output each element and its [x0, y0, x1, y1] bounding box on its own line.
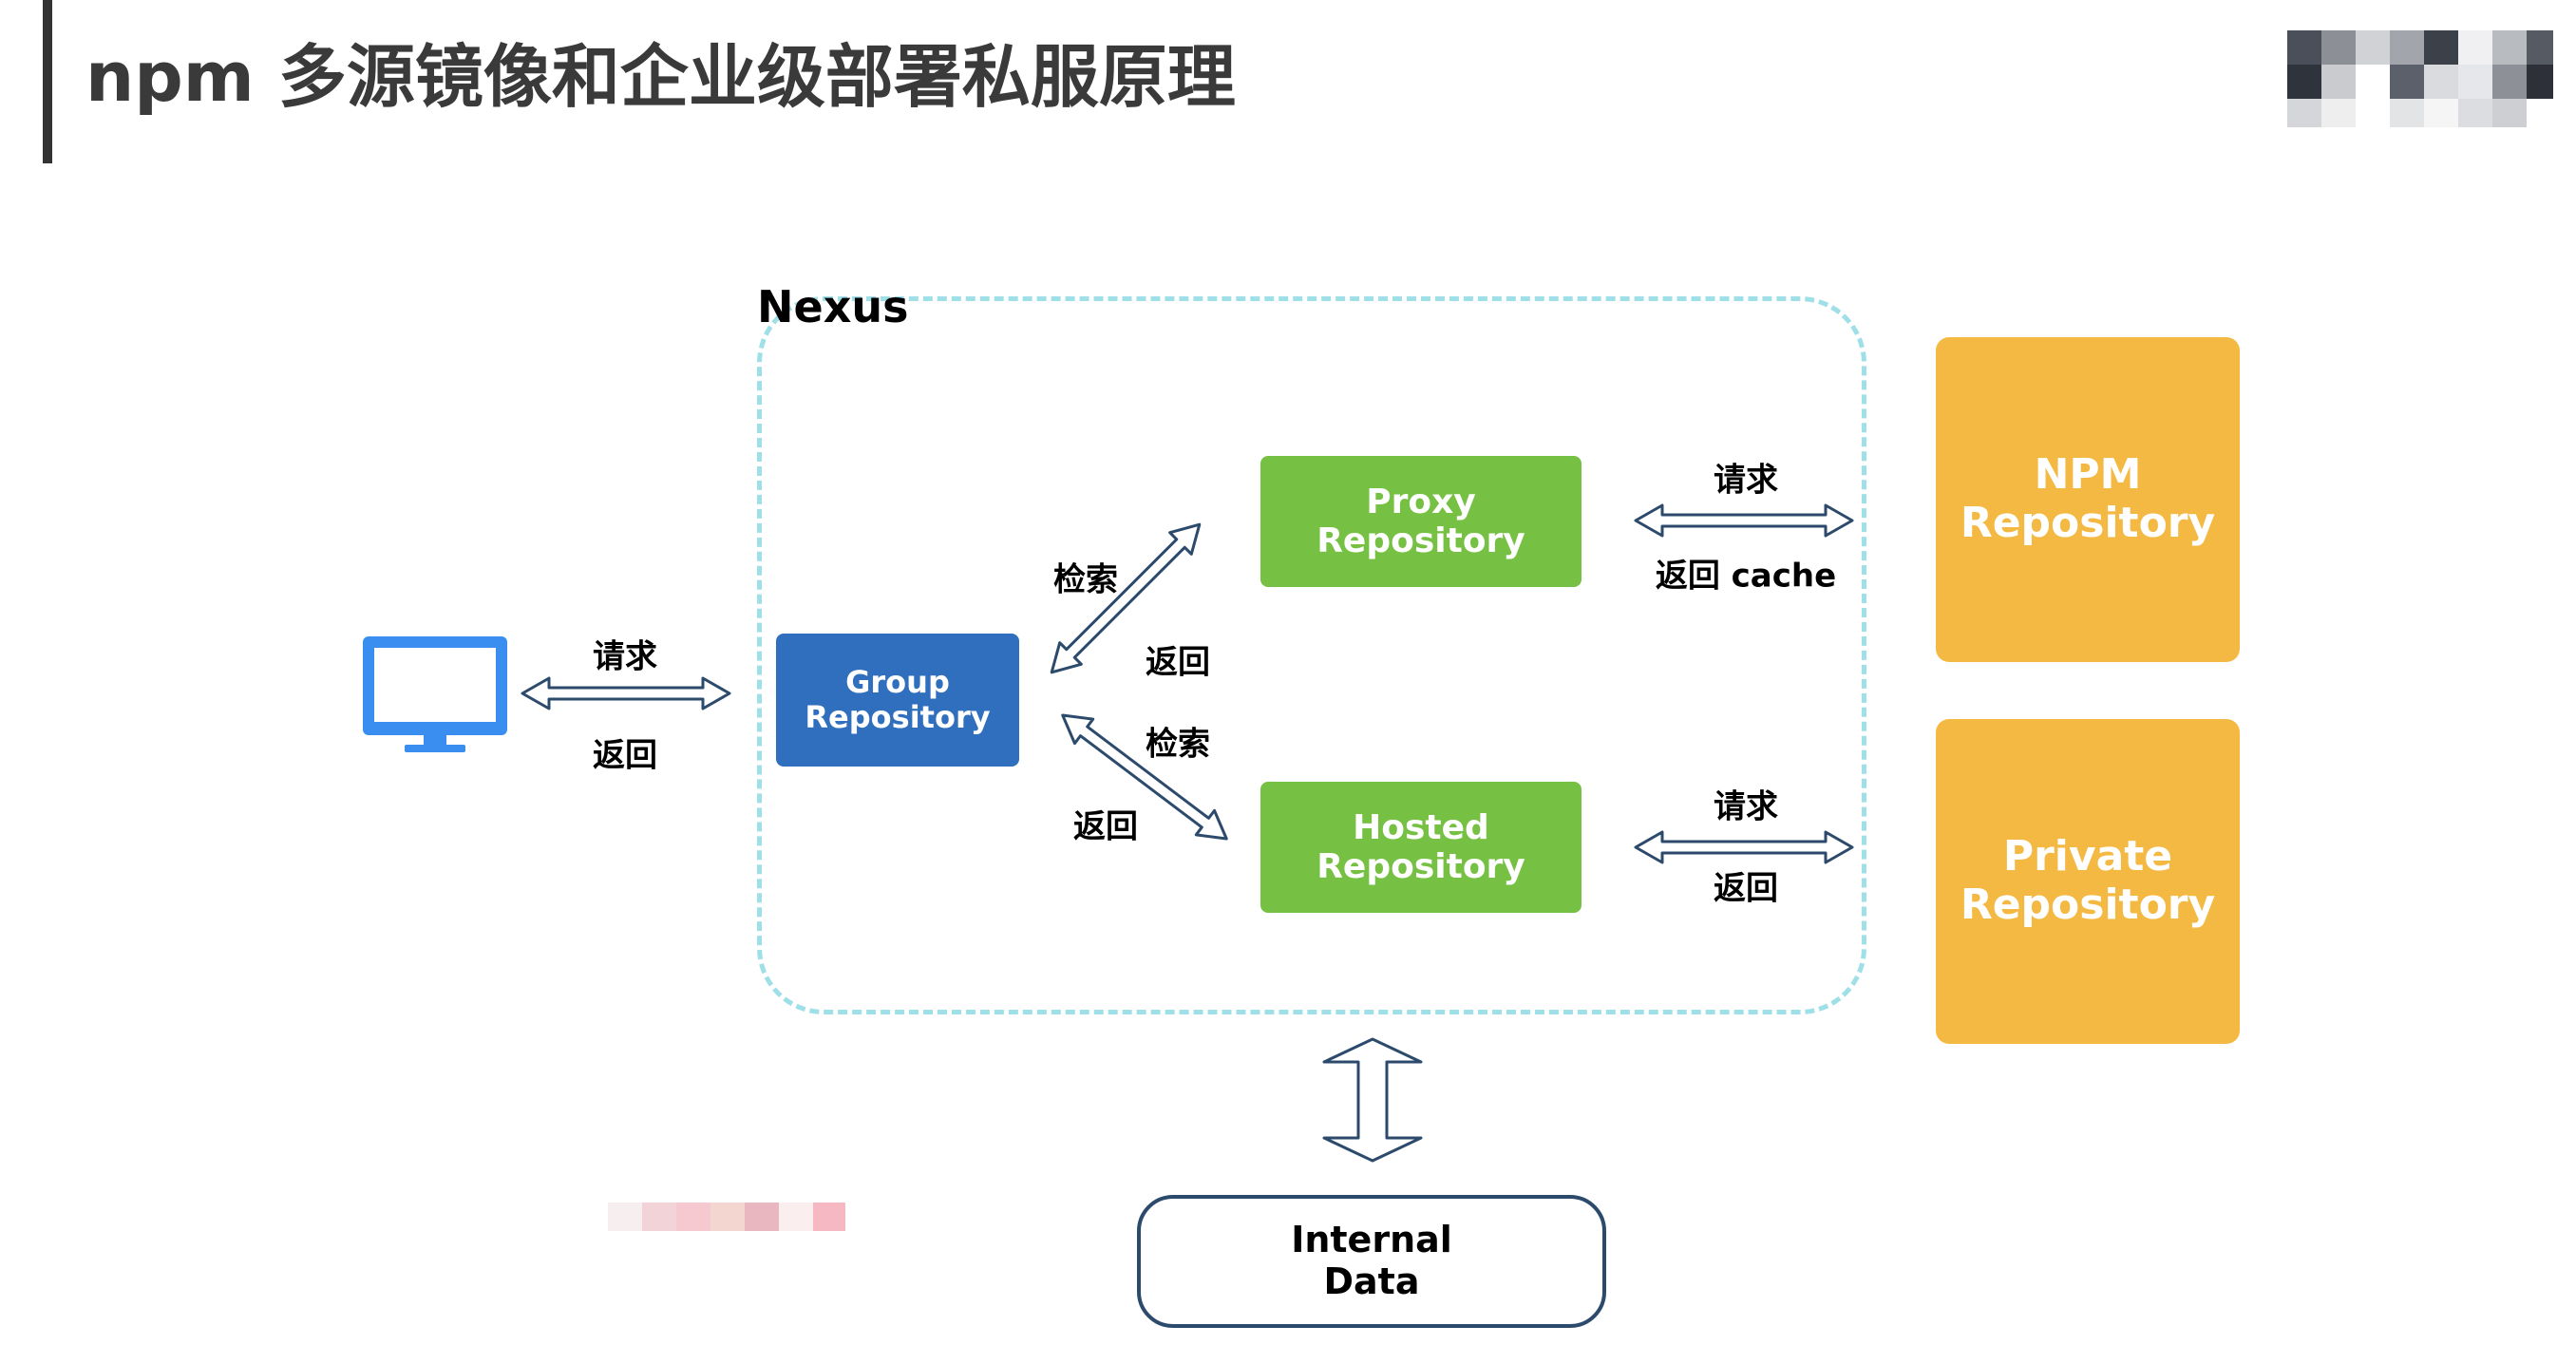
arrow-group-proxy: [1050, 522, 1202, 674]
watermark-mosaic: [608, 1199, 845, 1233]
label-npm-return: 返回 cache: [1655, 557, 1837, 596]
npm-line2: Repository: [1960, 499, 2216, 547]
label-proxy-search: 检索: [1053, 560, 1118, 599]
private-line1: Private: [2002, 832, 2173, 881]
label-client-return: 返回: [593, 736, 657, 775]
private-line2: Repository: [1960, 881, 2216, 929]
hosted-line2: Repository: [1316, 847, 1525, 886]
label-private-request: 请求: [1714, 787, 1778, 826]
page-title: npm 多源镜像和企业级部署私服原理: [85, 37, 1236, 117]
label-hosted-search: 检索: [1146, 725, 1210, 764]
npm-line1: NPM: [2034, 450, 2142, 500]
internal-line1: Internal: [1291, 1219, 1452, 1261]
arrow-hosted-private: [1634, 830, 1854, 864]
proxy-line1: Proxy: [1366, 482, 1476, 521]
monitor-icon: [363, 636, 507, 752]
label-hosted-return: 返回: [1073, 807, 1138, 846]
proxy-line2: Repository: [1316, 521, 1525, 560]
arrow-group-hosted: [1061, 713, 1228, 841]
arrow-client-group: [521, 676, 731, 710]
group-line2: Repository: [805, 699, 991, 735]
internal-line2: Data: [1323, 1260, 1420, 1302]
label-npm-request: 请求: [1714, 461, 1778, 500]
hosted-line1: Hosted: [1353, 807, 1489, 847]
logo-mosaic: [2287, 30, 2553, 133]
label-private-return: 返回: [1714, 869, 1778, 908]
label-proxy-return: 返回: [1146, 643, 1210, 682]
nexus-label: Nexus: [757, 281, 909, 332]
arrow-proxy-npm: [1634, 503, 1854, 538]
arrow-nexus-internal: [1322, 1037, 1423, 1163]
nexus-container: [757, 296, 1866, 1014]
label-client-request: 请求: [593, 637, 657, 676]
title-accent-bar: [43, 0, 52, 163]
group-line1: Group: [845, 664, 950, 701]
